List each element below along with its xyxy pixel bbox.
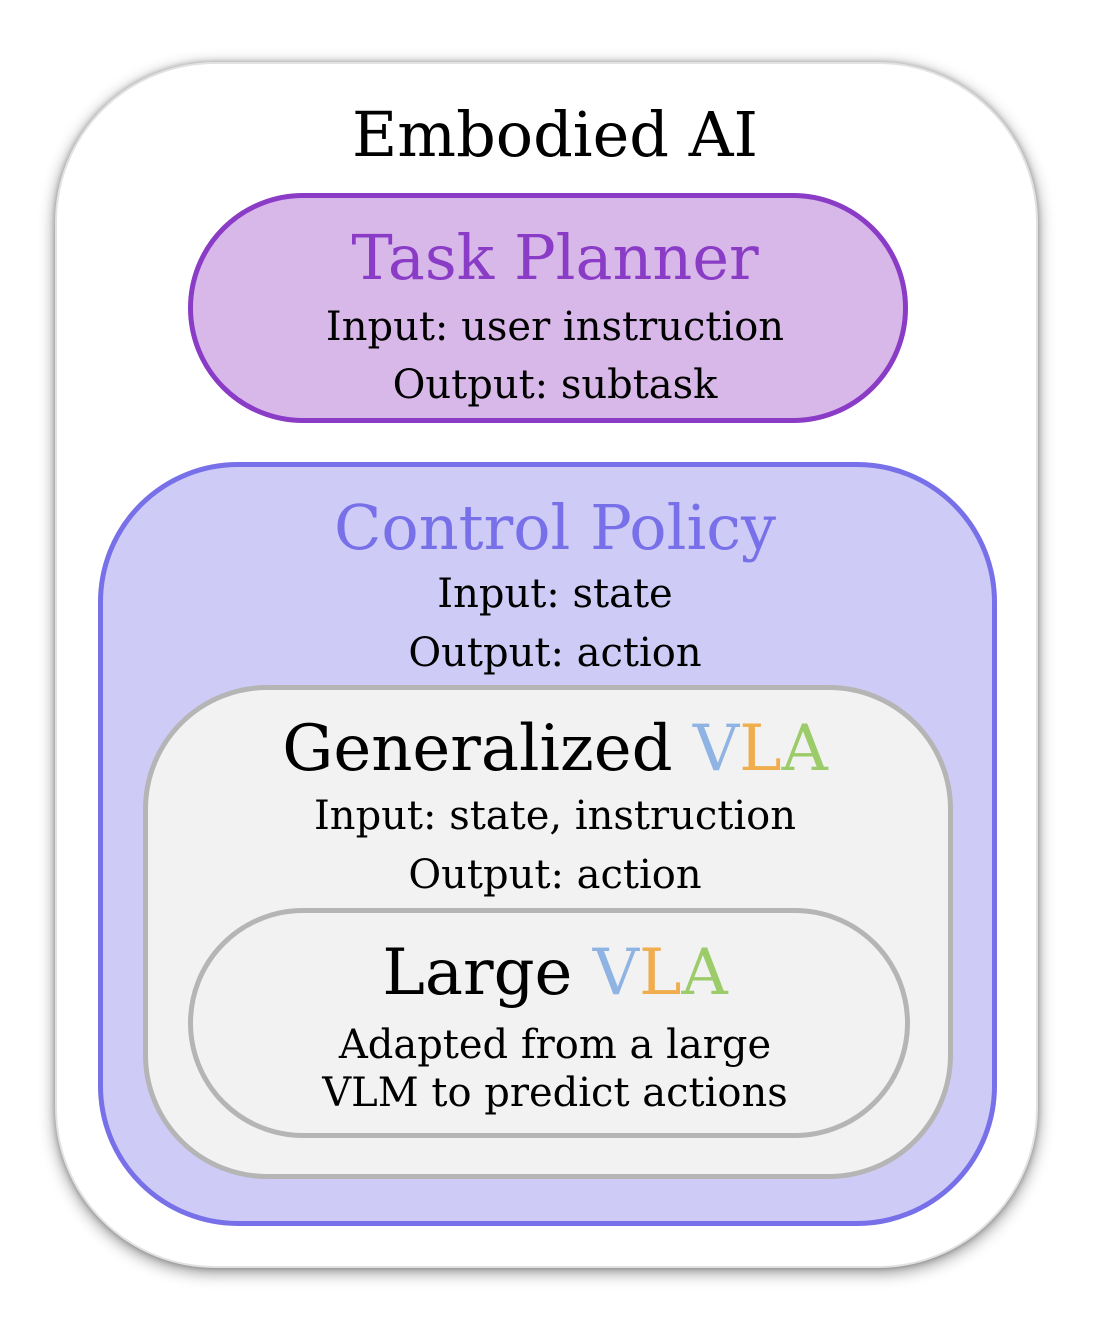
generalized-vla-input: Input: state, instruction	[314, 793, 796, 839]
embodied-ai-title: Embodied AI	[352, 98, 758, 171]
generalized-vla-letter-a: A	[781, 712, 828, 786]
large-vla-letter-v: V	[592, 936, 639, 1010]
task-planner-box	[188, 193, 908, 423]
large-vla-description-line2: VLM to predict actions	[322, 1070, 788, 1116]
generalized-vla-letter-l: L	[739, 712, 782, 786]
large-vla-title-prefix: Large	[382, 936, 593, 1010]
generalized-vla-output: Output: action	[408, 852, 702, 898]
large-vla-letter-a: A	[681, 936, 728, 1010]
large-vla-letter-l: L	[638, 936, 682, 1010]
task-planner-title: Task Planner	[351, 221, 759, 294]
large-vla-title: Large VLA	[0, 932, 1110, 1014]
task-planner-output: Output: subtask	[392, 362, 718, 408]
generalized-vla-title: Generalized VLA	[0, 708, 1110, 790]
task-planner-input: Input: user instruction	[325, 304, 785, 350]
control-policy-output: Output: action	[408, 630, 702, 676]
control-policy-title: Control Policy	[333, 491, 777, 564]
control-policy-input: Input: state	[437, 571, 673, 617]
large-vla-box	[188, 908, 910, 1138]
generalized-vla-title-prefix: Generalized	[282, 712, 693, 786]
generalized-vla-letter-v: V	[692, 712, 740, 786]
large-vla-description-line1: Adapted from a large	[338, 1022, 772, 1068]
